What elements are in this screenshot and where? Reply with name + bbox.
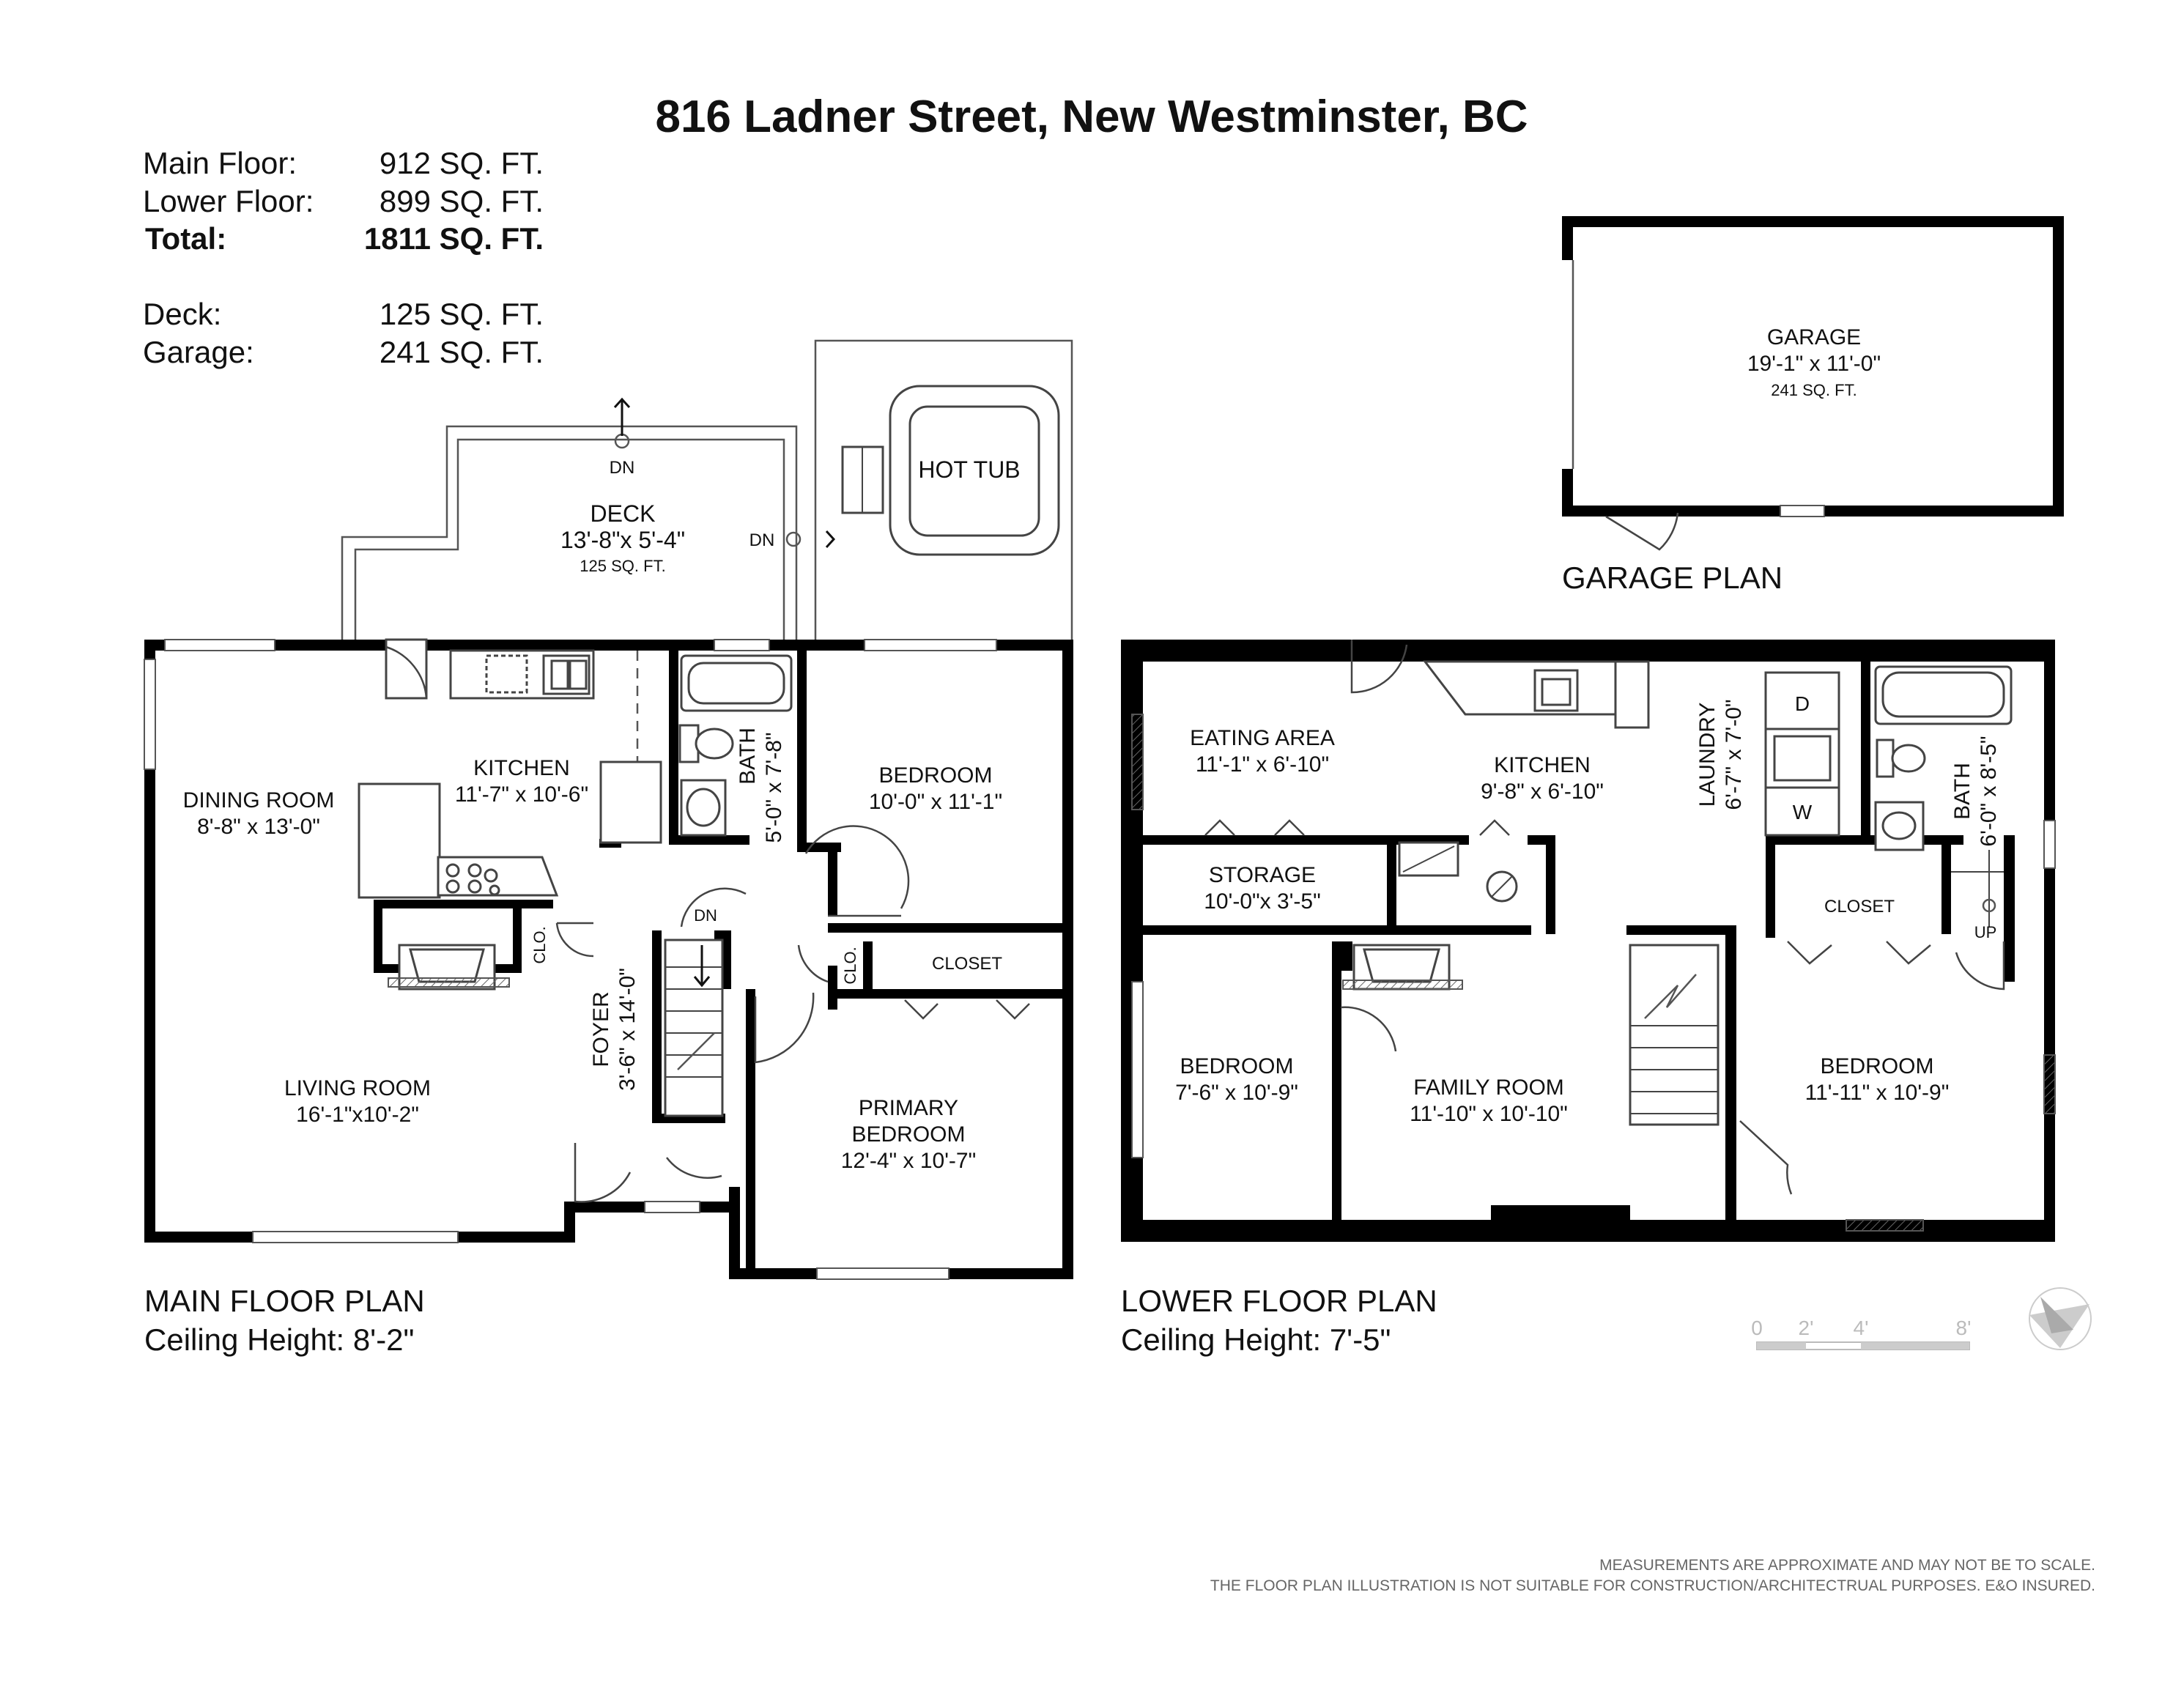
hot-tub-label: HOT TUB <box>918 456 1020 483</box>
dining-room-label: DINING ROOM <box>183 788 335 812</box>
scale-tick-2: 2' <box>1799 1317 1814 1339</box>
compass-icon <box>2029 1287 2092 1350</box>
lower-bath-dims: 6'-0" x 8'-5" <box>1977 736 2001 846</box>
washer-label: W <box>1793 801 1813 823</box>
foyer-dims: 3'-6" x 14'-0" <box>615 968 640 1091</box>
main-floor-heading: MAIN FLOOR PLAN <box>144 1284 425 1318</box>
lower-stairs <box>1629 944 1720 1126</box>
summary-value-total: 1811 SQ. FT. <box>364 221 544 256</box>
primary-bedroom-dims: 12'-4" x 10'-7" <box>841 1149 977 1173</box>
summary-label-total: Total: <box>145 221 226 256</box>
deck-dims: 13'-8"x 5'-4" <box>560 527 685 553</box>
dining-room-dims: 8'-8" x 13'-0" <box>197 815 320 839</box>
page-title: 816 Ladner Street, New Westminster, BC <box>655 92 1528 142</box>
stairs-dn-label: DN <box>694 906 717 925</box>
garage-heading: GARAGE PLAN <box>1562 560 1783 595</box>
lower-kitchen-dims: 9'-8" x 6'-10" <box>1481 780 1604 804</box>
summary-value-deck: 125 SQ. FT. <box>380 297 544 331</box>
garage-area: 241 SQ. FT. <box>1771 381 1857 399</box>
lower-fireplace <box>1342 944 1463 991</box>
garage-plan: GARAGE 19'-1" x 11'-0" 241 SQ. FT. GARAG… <box>1562 216 2064 595</box>
hot-tub <box>841 385 1060 556</box>
scale-tick-4: 4' <box>1854 1317 1869 1339</box>
storage-dims: 10'-0"x 3'-5" <box>1204 889 1321 914</box>
main-bath-label: BATH <box>736 728 760 785</box>
primary-bedroom-label-1: PRIMARY <box>859 1096 958 1120</box>
main-floor-labels: DN DECK 13'-8"x 5'-4" 125 SQ. FT. DN HOT… <box>183 397 1021 1173</box>
main-kitchen-label: KITCHEN <box>473 756 570 780</box>
scale-bar: 0 2' 4' 8' <box>1751 1317 1971 1350</box>
living-room-dims: 16'-1"x10'-2" <box>296 1103 419 1127</box>
lower-closet-label: CLOSET <box>1824 897 1895 917</box>
deck-dn-label-side: DN <box>749 530 775 550</box>
summary-value-main: 912 SQ. FT. <box>380 146 544 180</box>
lower-floor-plan: D W <box>1121 640 2056 1357</box>
foyer-label: FOYER <box>589 991 613 1067</box>
lower-bedroom-a-label: BEDROOM <box>1180 1054 1293 1078</box>
main-bath-fixtures <box>678 654 793 837</box>
summary-value-garage: 241 SQ. FT. <box>380 335 544 369</box>
lower-kitchen-fixtures <box>1398 660 1650 903</box>
lower-bath-label: BATH <box>1950 763 1974 820</box>
main-floor-ceiling: Ceiling Height: 8'-2" <box>144 1322 414 1357</box>
lower-kitchen-label: KITCHEN <box>1494 753 1591 777</box>
main-fireplace <box>388 944 510 991</box>
deck-dn-label-top: DN <box>610 458 635 478</box>
main-kitchen-dims: 11'-7" x 10'-6" <box>455 782 588 807</box>
summary-label-lower: Lower Floor: <box>143 184 314 218</box>
summary-label-garage: Garage: <box>143 335 254 369</box>
dryer-label: D <box>1795 692 1810 715</box>
primary-bedroom-label-2: BEDROOM <box>851 1122 965 1147</box>
summary-value-lower: 899 SQ. FT. <box>380 184 544 218</box>
deck-label: DECK <box>591 500 656 527</box>
disclaimer: MEASUREMENTS ARE APPROXIMATE AND MAY NOT… <box>1210 1557 2095 1594</box>
laundry-label: LAUNDRY <box>1695 703 1720 807</box>
laundry-appliances: D W <box>1764 671 1840 837</box>
living-room-label: LIVING ROOM <box>284 1076 431 1100</box>
garage-dims: 19'-1" x 11'-0" <box>1747 352 1881 376</box>
deck-area: 125 SQ. FT. <box>580 557 665 575</box>
area-summary: Main Floor: 912 SQ. FT. Lower Floor: 899… <box>143 146 544 369</box>
eating-area-dims: 11'-1" x 6'-10" <box>1196 752 1329 777</box>
main-floor-doors <box>385 638 1030 1203</box>
main-floor-plan: DN DECK 13'-8"x 5'-4" 125 SQ. FT. DN HOT… <box>144 339 1073 1357</box>
scale-tick-8: 8' <box>1956 1317 1972 1339</box>
garage-label: GARAGE <box>1767 325 1861 349</box>
main-closet-label: CLOSET <box>932 954 1002 974</box>
lower-floor-doors <box>1204 640 2005 1195</box>
lower-bedroom-a-dims: 7'-6" x 10'-9" <box>1175 1081 1298 1105</box>
disclaimer-line-1: MEASUREMENTS ARE APPROXIMATE AND MAY NOT… <box>1599 1557 2095 1574</box>
lower-bedroom-b-label: BEDROOM <box>1820 1054 1933 1078</box>
main-stairs <box>664 939 724 1117</box>
lower-floor-ceiling: Ceiling Height: 7'-5" <box>1121 1322 1391 1357</box>
scale-tick-0: 0 <box>1751 1317 1763 1339</box>
lower-bath-fixtures <box>1874 665 2013 851</box>
family-room-label: FAMILY ROOM <box>1413 1076 1564 1100</box>
main-clo-label-2: CLO. <box>841 947 859 984</box>
lower-floor-labels: EATING AREA 11'-1" x 6'-10" KITCHEN 9'-8… <box>1175 699 2001 1126</box>
storage-label: STORAGE <box>1209 863 1316 887</box>
main-clo-label-1: CLO. <box>530 926 549 963</box>
main-bedroom-dims: 10'-0" x 11'-1" <box>869 790 1002 814</box>
laundry-dims: 6'-7" x 7'-0" <box>1722 699 1746 810</box>
disclaimer-line-2: THE FLOOR PLAN ILLUSTRATION IS NOT SUITA… <box>1210 1577 2095 1594</box>
main-floor-windows <box>144 639 997 1280</box>
summary-label-deck: Deck: <box>143 297 221 331</box>
summary-label-main: Main Floor: <box>143 146 297 180</box>
lower-floor-windows <box>1131 714 2056 1232</box>
up-label: UP <box>1974 923 1997 941</box>
lower-floor-heading: LOWER FLOOR PLAN <box>1121 1284 1437 1318</box>
eating-area-label: EATING AREA <box>1190 726 1335 750</box>
main-bedroom-label: BEDROOM <box>878 763 992 788</box>
main-kitchen-fixtures <box>358 649 662 899</box>
main-bath-dims: 5'-0" x 7'-8" <box>762 732 786 843</box>
family-room-dims: 11'-10" x 10'-10" <box>1410 1102 1568 1126</box>
lower-bedroom-b-dims: 11'-11" x 10'-9" <box>1805 1081 1950 1105</box>
